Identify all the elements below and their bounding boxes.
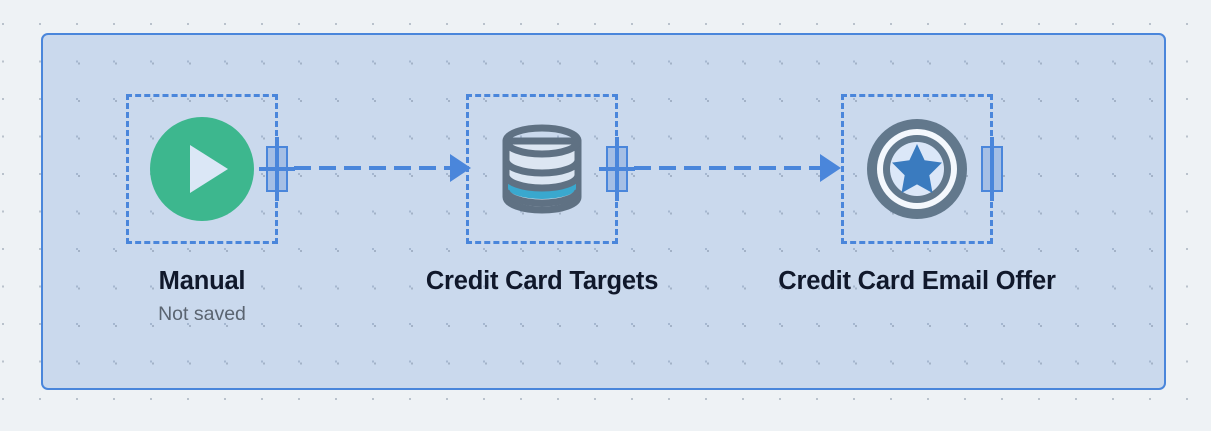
edge-arrowhead-email-offer — [820, 154, 841, 182]
port-horizontal-guide — [259, 167, 295, 171]
port-vertical-guide — [990, 137, 994, 201]
output-port-credit-card-email-offer[interactable] — [981, 137, 1003, 201]
node-credit-card-targets[interactable] — [466, 94, 618, 244]
selected-flow-group[interactable] — [41, 33, 1166, 390]
output-port-manual-start[interactable] — [259, 137, 295, 201]
node-credit-card-email-offer[interactable] — [841, 94, 993, 244]
node-manual-start[interactable] — [126, 94, 278, 244]
edge-arrowhead-targets — [450, 154, 471, 182]
offer-badge-star-icon — [863, 115, 971, 223]
edge-targets-to-email-offer[interactable] — [634, 166, 820, 170]
edge-manual-to-targets[interactable] — [294, 166, 452, 170]
database-icon — [488, 115, 596, 223]
node-subtitle-manual-start: Not saved — [158, 303, 246, 325]
port-horizontal-guide — [599, 167, 635, 171]
node-title-credit-card-targets: Credit Card Targets — [425, 267, 659, 295]
output-port-credit-card-targets[interactable] — [599, 137, 635, 201]
node-title-manual-start: Manual — [158, 267, 246, 295]
node-title-credit-card-email-offer: Credit Card Email Offer — [778, 267, 1056, 295]
play-circle-icon — [148, 115, 256, 223]
